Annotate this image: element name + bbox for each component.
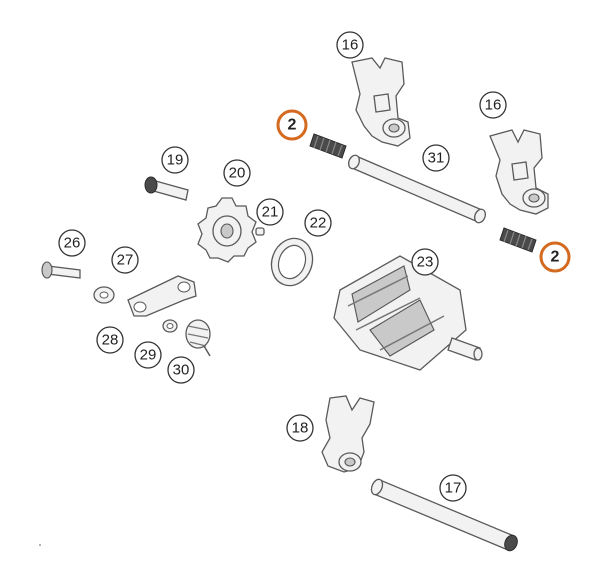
spring-2-right-icon [499, 227, 537, 253]
callout-2-right: 2 [539, 241, 571, 273]
callout-16-right: 16 [479, 91, 507, 119]
callout-23: 23 [411, 248, 439, 276]
ring-22-icon [270, 237, 314, 287]
callout-2-upper: 2 [276, 109, 308, 141]
callout-16-upper-label: 16 [342, 37, 359, 54]
shift-fork-18-icon [321, 395, 375, 473]
washer-27-icon [93, 286, 115, 304]
callout-16-upper: 16 [336, 31, 364, 59]
callout-20-label: 20 [229, 165, 246, 182]
washer-29-icon [162, 319, 178, 333]
callout-30-label: 30 [173, 362, 190, 379]
callout-30: 30 [167, 356, 195, 384]
stray-dot [39, 544, 41, 546]
torsion-spring-30-icon [185, 319, 211, 357]
callout-31-label: 31 [428, 150, 445, 167]
shift-lever-28-icon [127, 275, 197, 317]
shift-fork-16-upper-icon [351, 57, 411, 147]
callout-28: 28 [96, 326, 124, 354]
callout-26-label: 26 [64, 235, 81, 252]
callout-28-label: 28 [102, 332, 119, 349]
callout-26: 26 [58, 229, 86, 257]
bolt-19-icon [144, 176, 189, 201]
bolt-26-icon [41, 261, 81, 279]
callout-21-label: 21 [262, 204, 279, 221]
callout-29-label: 29 [140, 347, 157, 364]
callout-2-right-label: 2 [551, 249, 560, 266]
callout-20: 20 [223, 159, 251, 187]
callout-17-label: 17 [445, 480, 462, 497]
spring-2-upper-icon [309, 133, 347, 159]
star-gear-20-icon [197, 197, 257, 263]
shift-fork-16-right-icon [489, 129, 549, 215]
shift-drum-23-icon [333, 255, 483, 371]
pin-21-icon [255, 227, 265, 236]
callout-27: 27 [111, 246, 139, 274]
callout-2-upper-label: 2 [288, 117, 297, 134]
callout-23-label: 23 [417, 254, 434, 271]
shift-rod-17-icon [370, 478, 518, 552]
callout-21: 21 [256, 198, 284, 226]
callout-16-right-label: 16 [485, 97, 502, 114]
callout-27-label: 27 [117, 252, 134, 269]
callout-31: 31 [422, 144, 450, 172]
callout-17: 17 [439, 474, 467, 502]
callout-18-label: 18 [292, 420, 309, 437]
callout-22: 22 [304, 209, 332, 237]
shift-rod-31-icon [347, 154, 487, 224]
callout-18: 18 [286, 414, 314, 442]
callout-22-label: 22 [310, 215, 327, 232]
callout-19-label: 19 [167, 152, 184, 169]
callout-29: 29 [134, 341, 162, 369]
callout-19: 19 [161, 146, 189, 174]
